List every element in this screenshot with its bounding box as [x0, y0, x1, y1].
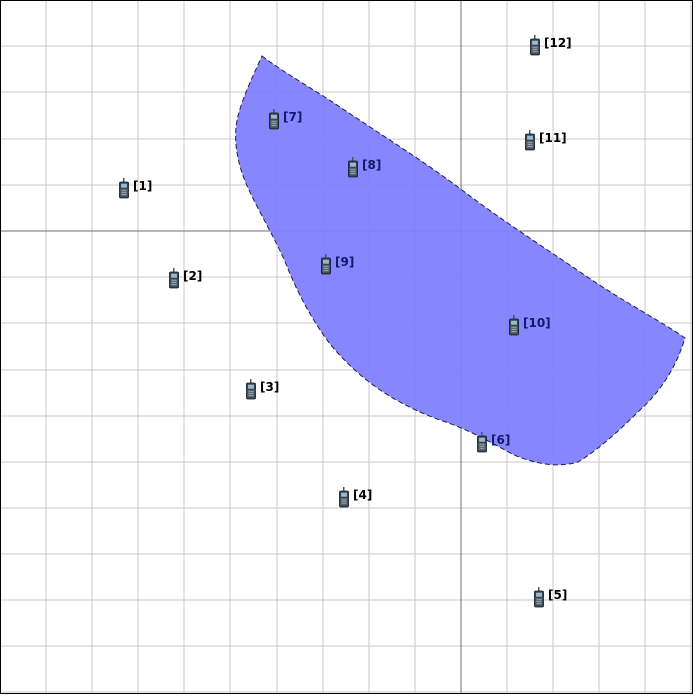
mobile-node[interactable]: [2]: [169, 267, 203, 289]
node-label: [1]: [133, 179, 152, 193]
mobile-phone-icon: [525, 129, 535, 151]
mobile-node[interactable]: [6]: [477, 431, 511, 453]
node-label: [6]: [491, 433, 510, 447]
mobile-node[interactable]: [11]: [525, 129, 567, 151]
mobile-phone-icon: [339, 486, 349, 508]
mobile-node[interactable]: [3]: [246, 378, 280, 400]
node-label: [2]: [183, 269, 202, 283]
node-label: [7]: [283, 110, 302, 124]
node-label: [10]: [523, 316, 551, 330]
mobile-node[interactable]: [8]: [348, 156, 382, 178]
node-label: [8]: [362, 158, 381, 172]
mobile-node[interactable]: [1]: [119, 177, 153, 199]
coverage-area[interactable]: [235, 55, 686, 466]
mobile-phone-icon: [169, 267, 179, 289]
mobile-node[interactable]: [10]: [509, 314, 551, 336]
mobile-node[interactable]: [5]: [534, 586, 568, 608]
mobile-phone-icon: [246, 378, 256, 400]
node-label: [11]: [539, 131, 567, 145]
node-label: [3]: [260, 380, 279, 394]
mobile-phone-icon: [119, 177, 129, 199]
node-label: [9]: [335, 255, 354, 269]
node-label: [4]: [353, 488, 372, 502]
mobile-phone-icon: [534, 586, 544, 608]
mobile-node[interactable]: [12]: [530, 34, 572, 56]
node-label: [12]: [544, 36, 572, 50]
mobile-node[interactable]: [4]: [339, 486, 373, 508]
node-label: [5]: [548, 588, 567, 602]
mobile-node[interactable]: [9]: [321, 253, 355, 275]
mobile-node[interactable]: [7]: [269, 108, 303, 130]
mobile-phone-icon: [530, 34, 540, 56]
